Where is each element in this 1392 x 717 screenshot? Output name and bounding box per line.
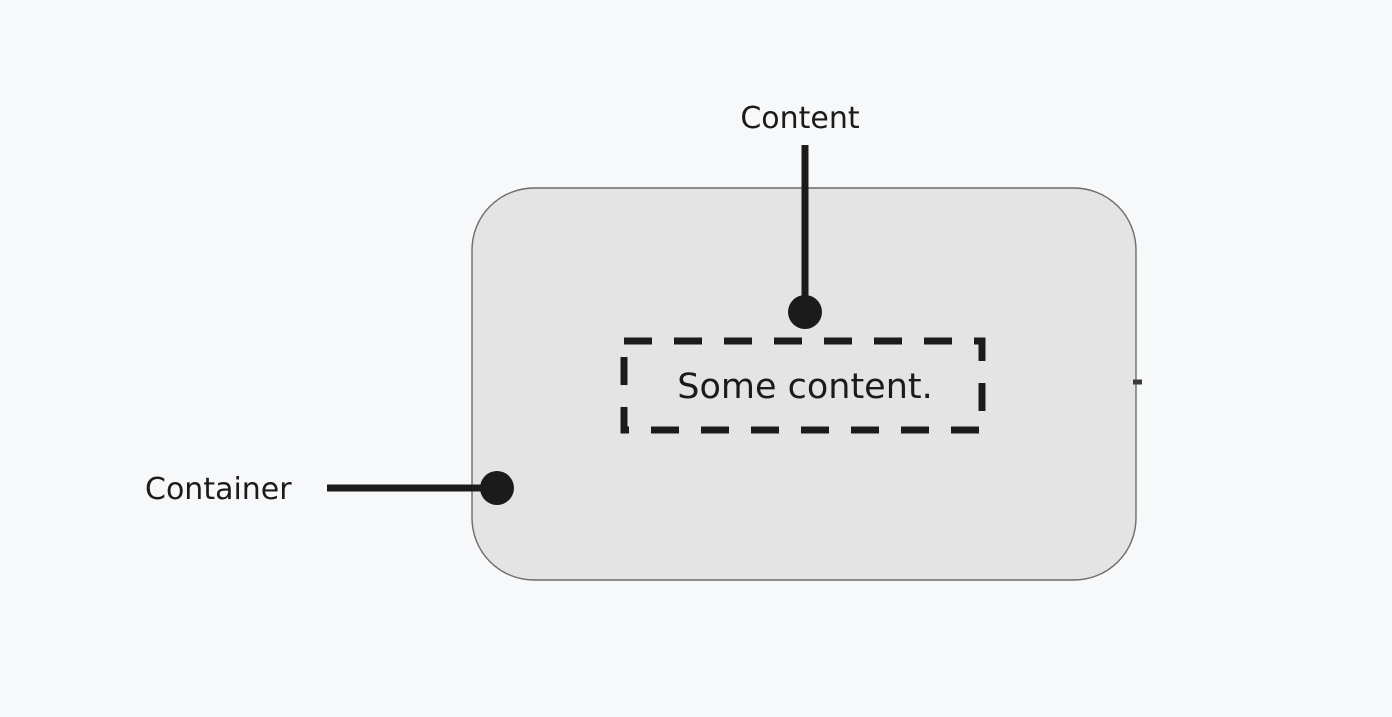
right-edge-tick-icon	[1133, 379, 1142, 385]
content-box-text: Some content.	[677, 367, 933, 407]
content-box[interactable]	[620, 337, 986, 434]
container-callout-dot[interactable]	[480, 471, 514, 505]
container-callout-label: Container	[145, 472, 292, 507]
content-callout-label: Content	[740, 101, 860, 136]
content-callout-dot[interactable]	[788, 295, 822, 329]
